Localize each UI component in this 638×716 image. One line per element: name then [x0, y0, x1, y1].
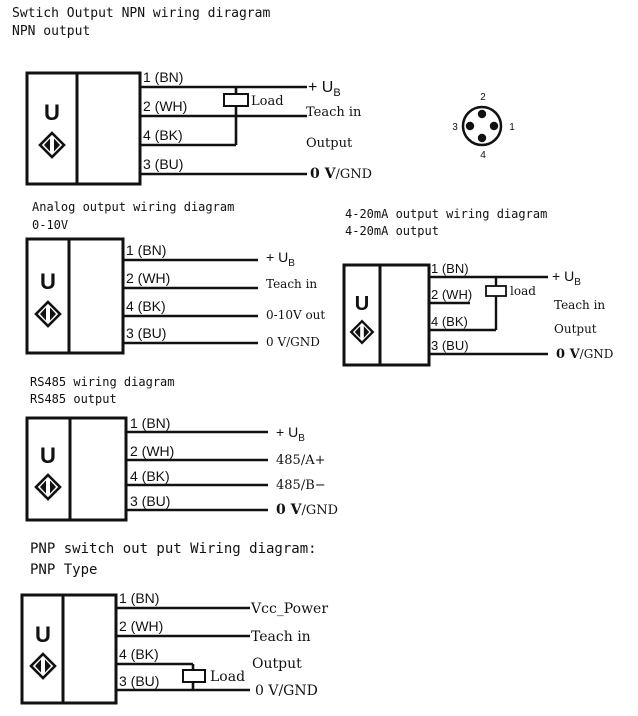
- npn-diagram-title: Swtich Output NPN wiring diragram: [12, 6, 271, 21]
- wire-label-wh: 2 (WH): [126, 270, 170, 286]
- output-label: Output: [252, 656, 302, 672]
- pin-1-label: 1: [509, 122, 515, 133]
- wire-label-wh: 2 (WH): [119, 618, 163, 634]
- m12-connector-pinout: 2 3 1 4: [452, 92, 515, 161]
- analog-diagram-subtitle: 0-10V: [32, 218, 69, 232]
- pin-2: [477, 109, 487, 119]
- analog-diagram-title: Analog output wiring diagram: [32, 200, 235, 214]
- wire-label-bu: 3 (BU): [119, 673, 159, 689]
- ground-label: 0 V/GND: [276, 502, 338, 518]
- wires: [429, 275, 548, 356]
- ground-label: 0 V/GND: [310, 166, 372, 182]
- pnp-diagram-title: PNP switch out put Wiring diagram:: [30, 541, 317, 557]
- sensor-body: U: [25, 416, 128, 522]
- teach-in-label: Teach in: [251, 629, 311, 645]
- supply-label: + UB: [552, 268, 581, 288]
- rs485-a-label: 485/A+: [276, 453, 325, 468]
- sensor-body: U: [25, 71, 142, 186]
- rs485-diagram-title: RS485 wiring diagram: [30, 375, 175, 389]
- sensor-symbol-icon: [350, 320, 374, 344]
- wire-label-bk: 4 (BK): [130, 468, 170, 484]
- wire-label-bk: 4 (BK): [431, 314, 468, 329]
- npn-diagram-subtitle: NPN output: [12, 24, 91, 39]
- current-diagram-title: 4-20mA output wiring diagram: [345, 207, 548, 221]
- sensor-letter: U: [40, 269, 56, 294]
- wire-label-bn: 1 (BN): [143, 69, 183, 85]
- rs485-b-label: 485/B−: [276, 478, 326, 493]
- output-label: Output: [554, 322, 597, 336]
- current-diagram-subtitle: 4-20mA output: [345, 224, 439, 238]
- teach-in-label: Teach in: [266, 277, 317, 291]
- sensor-letter: U: [35, 622, 51, 647]
- load-resistor: [485, 285, 507, 297]
- ground-label: 0 V/GND: [255, 683, 318, 699]
- teach-in-label: Teach in: [306, 105, 362, 120]
- wire-label-bu: 3 (BU): [431, 338, 469, 353]
- sensor-symbol-icon: [34, 300, 62, 328]
- pin-3: [465, 121, 475, 131]
- wires: [140, 85, 307, 176]
- ground-label: 0 V/GND: [556, 347, 613, 362]
- current-diagram: U load 1 (BN) 2 (WH) 4 (BK) 3 (BU) + UB …: [342, 261, 613, 367]
- wires: [123, 258, 258, 345]
- vcc-power-label: Vcc_Power: [250, 601, 328, 617]
- sensor-letter: U: [44, 100, 60, 125]
- wire-label-bk: 4 (BK): [143, 127, 183, 143]
- wires: [116, 606, 250, 692]
- pnp-diagram: U Load 1 (BN) 2 (WH) 4 (BK) 3 (BU) Vcc_P…: [20, 590, 328, 705]
- sensor-symbol-icon: [29, 652, 57, 680]
- sensor-body: U: [20, 593, 118, 705]
- wire-label-bk: 4 (BK): [126, 298, 166, 314]
- pin-4-label: 4: [480, 150, 486, 161]
- wire-label-bu: 3 (BU): [143, 156, 183, 172]
- analog-out-label: 0-10V out: [266, 308, 325, 322]
- wire-label-wh: 2 (WH): [130, 443, 174, 459]
- sensor-symbol-icon: [38, 131, 66, 159]
- supply-label: + UB: [266, 249, 295, 269]
- load-resistor: [223, 93, 249, 107]
- pin-4: [477, 133, 487, 143]
- ground-label: 0 V/GND: [266, 335, 320, 349]
- teach-in-label: Teach in: [554, 298, 605, 312]
- rs485-diagram: U 1 (BN) 2 (WH) 4 (BK) 3 (BU) + UB 485/A…: [25, 415, 338, 522]
- sensor-body: U: [25, 237, 125, 355]
- wire-label-bu: 3 (BU): [130, 493, 170, 509]
- wire-label-bn: 1 (BN): [130, 415, 170, 431]
- wire-label-bn: 1 (BN): [431, 261, 469, 276]
- pin-1: [489, 121, 499, 131]
- wire-label-wh: 2 (WH): [431, 287, 472, 302]
- rs485-diagram-subtitle: RS485 output: [30, 392, 117, 406]
- pin-2-label: 2: [480, 92, 486, 103]
- npn-diagram: U Load 1 (BN) 2 (WH) 4 (BK) 3 (BU) + UB …: [25, 69, 372, 186]
- load-label: Load: [251, 94, 284, 109]
- sensor-body: U: [342, 263, 431, 367]
- wire-label-bu: 3 (BU): [126, 325, 166, 341]
- wires: [126, 430, 268, 512]
- sensor-letter: U: [355, 293, 369, 315]
- load-resistor: [182, 669, 206, 683]
- pin-3-label: 3: [452, 122, 458, 133]
- output-label: Output: [306, 136, 353, 151]
- wire-label-bk: 4 (BK): [119, 646, 159, 662]
- sensor-symbol-icon: [34, 473, 62, 501]
- wire-label-wh: 2 (WH): [143, 98, 187, 114]
- supply-label: + UB: [308, 79, 341, 99]
- supply-label: + UB: [276, 424, 305, 444]
- wire-label-bn: 1 (BN): [119, 590, 159, 606]
- connector-outline: [461, 105, 503, 147]
- pnp-diagram-subtitle: PNP Type: [30, 562, 98, 578]
- sensor-letter: U: [40, 443, 56, 468]
- wire-label-bn: 1 (BN): [126, 242, 166, 258]
- analog-diagram: U 1 (BN) 2 (WH) 4 (BK) 3 (BU) + UB Teach…: [25, 237, 325, 355]
- load-label: load: [510, 284, 536, 298]
- load-label: Load: [210, 669, 245, 685]
